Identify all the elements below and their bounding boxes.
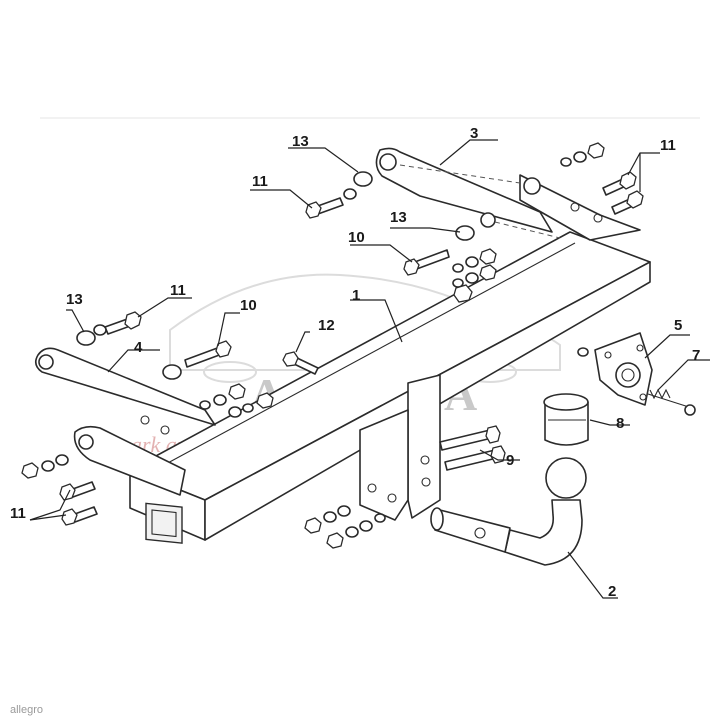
- callout-13-top: 13: [292, 133, 309, 150]
- leader-13a: [288, 147, 359, 173]
- ball-mount-plate: [359, 374, 441, 521]
- callout-13-middle: 13: [390, 209, 407, 226]
- callout-11-bottom: 11: [10, 505, 26, 522]
- leader-lines: [29, 139, 710, 599]
- callout-10-left: 10: [240, 297, 257, 314]
- callout-10-top: 10: [348, 229, 365, 246]
- callout-3: 3: [470, 125, 478, 142]
- callout-13-left: 13: [66, 291, 83, 308]
- leader-4: [107, 349, 160, 373]
- leader-9: [479, 449, 520, 461]
- source-watermark: allegro: [10, 704, 44, 716]
- callout-labels: 1 2 3 4 5 7 8 9 10 10 11 11 11 11 12 13 …: [10, 125, 700, 600]
- nut-group-right-top: [560, 142, 605, 167]
- leader-8: [589, 419, 630, 426]
- callout-2: 2: [608, 583, 616, 600]
- callout-8: 8: [616, 415, 624, 432]
- callout-9: 9: [506, 452, 514, 469]
- callout-11-left: 11: [170, 282, 186, 299]
- leader-11b: [250, 189, 313, 209]
- watermark-wheel-icon: [203, 361, 257, 383]
- ball-hitch: [430, 457, 587, 566]
- leader-11d2: [29, 514, 67, 521]
- spring-bolt: [647, 388, 696, 416]
- callout-5: 5: [674, 317, 682, 334]
- leader-12: [295, 331, 310, 353]
- leader-13b: [390, 227, 461, 233]
- callout-4: 4: [134, 339, 143, 356]
- long-bolts: [439, 425, 506, 471]
- leader-10a: [350, 244, 413, 263]
- leader-13c: [66, 309, 85, 333]
- leader-11c: [137, 297, 192, 318]
- callout-11-right: 11: [660, 137, 676, 154]
- fasteners: [21, 142, 644, 549]
- callout-11-top: 11: [252, 173, 268, 190]
- socket-plate: [594, 332, 653, 406]
- left-side-bracket: [34, 347, 216, 496]
- leader-5: [644, 334, 690, 359]
- leader-11d: [29, 489, 71, 521]
- leader-7: [657, 359, 710, 391]
- leader-1: [350, 299, 403, 343]
- callout-12: 12: [318, 317, 335, 334]
- leader-2: [567, 551, 618, 599]
- leader-10b: [217, 312, 240, 347]
- leader-3: [439, 139, 498, 166]
- leader-11a: [627, 152, 660, 176]
- right-side-bracket: [375, 147, 641, 241]
- callout-1: 1: [352, 287, 360, 304]
- callout-7: 7: [692, 347, 700, 364]
- ball-cap: [543, 393, 589, 446]
